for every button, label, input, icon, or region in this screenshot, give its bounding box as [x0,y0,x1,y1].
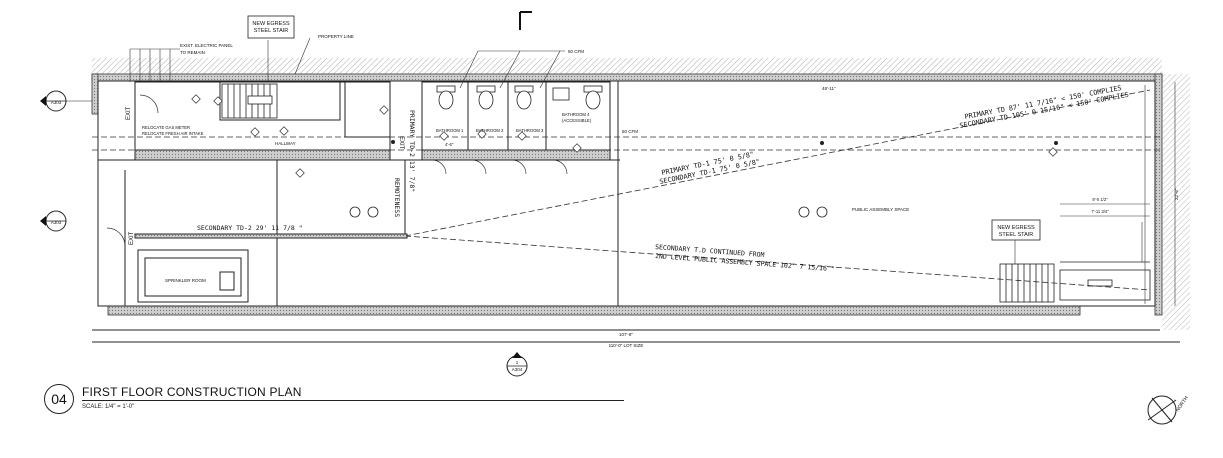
top-stair [221,83,278,119]
remoteness-label: REMOTENESS [393,178,401,217]
dim-right-height: 22'-6" [1174,188,1179,200]
exit-label-1: EXIT [126,106,132,120]
door-swings [106,94,568,247]
fire-symbols [349,206,828,218]
exit-label-2: EXIT [129,231,135,245]
stair-top-callout-box [247,15,295,39]
bath1-label: BATHROOM 1 [436,128,464,133]
stair-right-label-1: NEW EGRESS [997,225,1035,231]
gas-meter-label-2: RELOCATE FRESH AIR INTAKE [142,131,204,136]
north-label: NORTH [1175,395,1190,413]
stair-top-label-2: STEEL STAIR [254,28,289,34]
drawing-number: 04 [44,384,74,414]
stair-right-callout-box [991,219,1041,241]
interior-walls [98,81,620,306]
sprinkler-room [137,249,249,303]
secondary-td-left: SECONDARY TD-2 29' 11 7/8 " [197,224,303,232]
drawing-scale: SCALE: 1/4" = 1'-0" [82,404,135,410]
property-line-label: PROPERTY LINE [318,34,354,39]
bath2-label: BATHROOM 2 [476,128,504,133]
section-left-top-label: A303 [51,100,62,105]
plan-marker-top [519,11,532,30]
north-arrow-icon [1147,395,1177,425]
cfm-label: 50 CFM [568,49,584,54]
section-mark-left-mid [40,210,67,232]
dim-overall-inner: 107'-8" [619,332,633,337]
dashed-lines [92,89,1160,291]
stair-top-label-1: NEW EGRESS [252,21,290,27]
section-bottom-label: A304 [512,367,523,372]
sprinkler-label: SPRINKLER ROOM [165,278,206,283]
dim-top-run: 48'-11" [822,86,836,91]
section-left-mid-label: A303 [51,220,62,225]
dim-overall-lot: 110'-0" LOT SIZE [609,343,644,348]
property-line-hatch [92,58,1162,74]
title-underline [82,400,624,401]
right-hatch [1162,74,1190,330]
assembly-label: PUBLIC ASSEMBLY SPACE [852,207,909,212]
section-bottom-num: 1 [516,360,519,365]
exit-label-3: EXIT [398,136,404,150]
bath4-label-2: (ACCESSIBLE) [562,118,592,123]
stair-right-label-2: STEEL STAIR [999,232,1034,238]
toilets [436,85,603,110]
section-mark-left-top [40,90,92,112]
right-dim-guides [1060,82,1176,306]
dim-right-small-1: 8'-0 1/2" [1092,197,1108,202]
diamond-markers [191,94,1058,178]
title-block: 04 FIRST FLOOR CONSTRUCTION PLAN SCALE: … [44,384,644,420]
hallway-label: HALLWAY [275,141,296,146]
primary-td-vertical: PRIMARY TD-2 13' 7/8" [408,110,416,192]
leader-lines [129,37,1016,264]
building-outline [92,80,1180,343]
bath4-label-1: BATHROOM 4 [562,112,590,117]
section-mark-bottom [506,352,528,377]
right-stair [999,261,1151,303]
dim-bath: 4'-6" [445,142,454,147]
drawing-title: FIRST FLOOR CONSTRUCTION PLAN [82,385,302,399]
small-dots [391,140,1058,145]
electric-panel-label-1: EXIST. ELECTRIC PANEL [180,43,233,48]
cfm-right-label: 50 CFM [622,129,638,134]
gas-meter-label-1: RELOCATE GAS METER [142,125,190,130]
bath3-label: BATHROOM 3 [516,128,544,133]
hallway-zone [134,81,391,161]
dim-right-small-2: 7'-11 3/4" [1091,209,1109,214]
electric-panel-label-2: TO REMAIN [180,50,205,55]
